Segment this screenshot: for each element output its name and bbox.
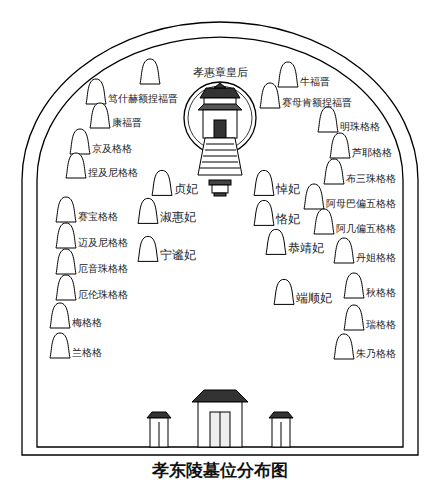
tomb-name: 兰格格 (72, 347, 102, 359)
grave-mound (344, 273, 364, 298)
grave-mound (330, 133, 350, 158)
tomb-name: 宁谧妃 (160, 248, 196, 262)
grave-mound (50, 303, 70, 328)
side-gate (269, 412, 293, 447)
tower (198, 83, 242, 138)
grave-mound (318, 107, 338, 132)
grave-mound (90, 103, 110, 128)
tomb-name: 丹姐格格 (356, 252, 396, 264)
main-gate (192, 390, 248, 447)
tomb-name: 康福晋 (112, 117, 142, 129)
stairs (198, 138, 242, 175)
outer-wall (22, 22, 418, 455)
tomb-name: 贞妃 (174, 182, 198, 196)
grave-mound (334, 238, 354, 263)
grave-mound (278, 62, 298, 87)
tomb-name: 厄伦珠格格 (78, 289, 128, 301)
grave-mound (152, 170, 172, 195)
tomb-name: 秋格格 (366, 287, 396, 299)
grave-mound (86, 79, 106, 104)
caption: 孝东陵墓位分布图 (0, 461, 440, 481)
grave-mound (344, 305, 364, 330)
grave-mound (56, 275, 76, 300)
tomb-name: 阿几偏五格格 (336, 223, 396, 235)
tomb-name: 厄音珠格格 (78, 263, 128, 275)
tomb-name: 布三珠格格 (346, 173, 396, 185)
grave-mound (304, 184, 324, 209)
tomb-name: 捏及尼格格 (88, 167, 138, 179)
tomb-name: 恭靖妃 (288, 241, 324, 255)
grave-mound (140, 59, 160, 84)
tomb-name: 牛福晋 (300, 76, 330, 88)
inner-wall (37, 37, 403, 447)
tomb-name: 赛宝格格 (78, 211, 118, 223)
tomb-name: 梅格格 (72, 317, 102, 329)
tomb-name: 阿母巴偏五格格 (326, 198, 396, 210)
grave-mound (324, 159, 344, 184)
tomb-name: 笃什赫额捏福晋 (108, 93, 178, 105)
grave-mound (266, 229, 286, 254)
tomb-name: 明珠格格 (340, 121, 380, 133)
grave-mound (334, 334, 354, 359)
tomb-name: 悼妃 (276, 182, 300, 196)
grave-mound (274, 279, 294, 304)
grave-mound (56, 249, 76, 274)
tomb-name: 朱乃格格 (356, 348, 396, 360)
grave-mound (70, 129, 90, 154)
tomb-name: 孝惠章皇后 (193, 66, 248, 79)
grave-mound (138, 198, 158, 223)
tomb-name: 赛母肯额捏福晋 (282, 97, 352, 109)
grave-mound (66, 153, 86, 178)
grave-mound (314, 209, 334, 234)
altar (209, 180, 231, 196)
grave-mound (138, 236, 158, 261)
grave-mound (254, 200, 274, 225)
grave-mound (50, 333, 70, 358)
grave-mound (254, 170, 274, 195)
tomb-name: 迈及尼格格 (78, 237, 128, 249)
tomb-name: 淑惠妃 (160, 210, 196, 224)
grave-mound (56, 223, 76, 248)
tomb-name: 京及格格 (92, 143, 132, 155)
tomb-name: 瑞格格 (366, 319, 396, 331)
tomb-name: 端顺妃 (296, 291, 332, 305)
grave-mound (260, 83, 280, 108)
side-gate (147, 412, 171, 447)
grave-mound (56, 197, 76, 222)
tomb-name: 恪妃 (276, 212, 300, 226)
tomb-name: 芦耶格格 (352, 147, 392, 159)
